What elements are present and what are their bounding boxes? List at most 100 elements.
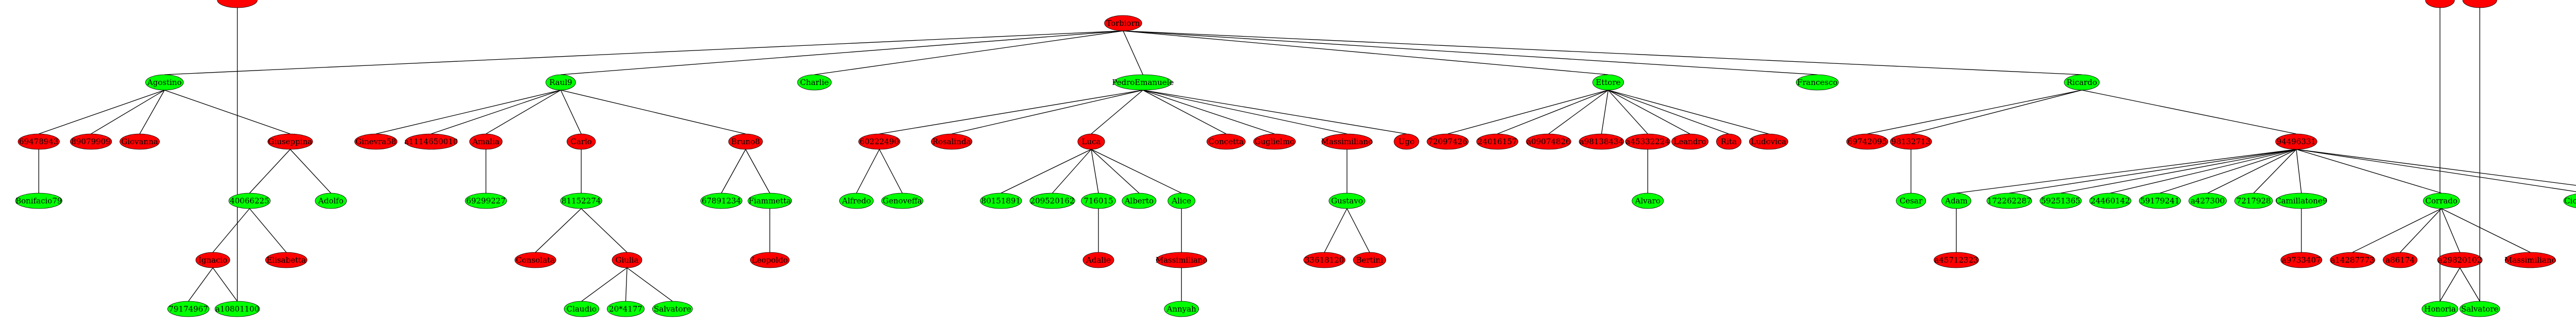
tree-node-ellipse bbox=[858, 133, 901, 150]
tree-node: Salvatore bbox=[652, 301, 693, 317]
tree-node-label: Annyah bbox=[1166, 304, 1197, 314]
tree-node-ellipse bbox=[748, 193, 792, 209]
tree-node: Giuseppina bbox=[267, 133, 313, 150]
tree-node-ellipse bbox=[1122, 193, 1157, 209]
tree-edge bbox=[1143, 90, 1275, 134]
tree-node-label: 69742095 bbox=[1848, 137, 1887, 146]
tree-node: Torbiorn bbox=[1104, 15, 1142, 31]
tree-node-ellipse bbox=[267, 133, 313, 150]
tree-node-ellipse bbox=[1934, 252, 1979, 268]
tree-node-label: Corrado bbox=[2426, 196, 2458, 205]
tree-node: 94496331 bbox=[2275, 133, 2317, 150]
tree-edge bbox=[2207, 149, 2297, 194]
tree-node: Elisabetta bbox=[265, 252, 308, 268]
tree-node-ellipse bbox=[2459, 301, 2500, 317]
tree-edge bbox=[2400, 208, 2442, 253]
tree-node-ellipse bbox=[2423, 193, 2460, 209]
tree-node-label: 24016157 bbox=[1478, 137, 1517, 146]
tree-edge bbox=[1956, 149, 2297, 194]
tree-node-label: Bertini bbox=[1356, 255, 1383, 265]
tree-node-ellipse bbox=[514, 252, 556, 268]
tree-node-label: Fiammetta bbox=[749, 196, 791, 205]
tree-node-label: 81152274 bbox=[562, 196, 601, 205]
tree-node: 80151891 bbox=[980, 193, 1022, 209]
tree-node-ellipse bbox=[2383, 252, 2418, 268]
tree-node-ellipse bbox=[1329, 193, 1365, 209]
tree-node-label: Consolata bbox=[516, 255, 555, 265]
tree-node-ellipse bbox=[881, 193, 924, 209]
tree-node: a86174 bbox=[2383, 252, 2418, 268]
tree-node-label: Adolfo bbox=[318, 196, 344, 205]
tree-node: Raul9 bbox=[546, 74, 576, 91]
tree-node-label: 20*4177 bbox=[609, 304, 642, 314]
tree-node: Salvatore bbox=[217, 0, 258, 8]
tree-edge bbox=[2296, 149, 2442, 194]
tree-node-ellipse bbox=[1526, 133, 1571, 150]
tree-node-ellipse bbox=[1081, 193, 1116, 209]
tree-node: Rita bbox=[1716, 133, 1741, 150]
tree-node-label: Ignacio bbox=[198, 255, 227, 265]
tree-node-ellipse bbox=[120, 133, 160, 150]
tree-edge bbox=[879, 90, 1143, 134]
tree-node-ellipse bbox=[354, 133, 398, 150]
tree-edge bbox=[164, 90, 291, 134]
tree-node: Francesco bbox=[1795, 74, 1839, 91]
tree-node-label: Carlo bbox=[570, 137, 591, 146]
tree-node: Bonifacio79 bbox=[15, 193, 62, 209]
tree-node-ellipse bbox=[1625, 133, 1671, 150]
tree-edge bbox=[625, 267, 628, 302]
tree-edge bbox=[1123, 30, 1608, 75]
tree-node-ellipse bbox=[750, 252, 790, 268]
tree-node: Ricardo bbox=[2064, 74, 2100, 91]
tree-node-ellipse bbox=[546, 74, 576, 91]
tree-node-ellipse bbox=[797, 74, 832, 91]
tree-edge bbox=[535, 208, 582, 253]
tree-node-label: Cesar bbox=[1900, 196, 1923, 205]
tree-edge bbox=[745, 149, 770, 194]
tree-node: Honoria bbox=[2421, 301, 2459, 317]
tree-node-ellipse bbox=[1114, 74, 1172, 91]
tree-edge bbox=[188, 267, 213, 302]
tree-node: Fiammetta bbox=[748, 193, 792, 209]
tree-edge bbox=[1143, 90, 1227, 134]
tree-edge bbox=[2296, 149, 2302, 194]
tree-node-label: a9733407 bbox=[2282, 255, 2321, 265]
tree-edge bbox=[212, 208, 250, 253]
tree-node: Ettore bbox=[1592, 74, 1624, 91]
tree-node: 69742095 bbox=[1846, 133, 1889, 150]
tree-node-label: 209520162 bbox=[1030, 196, 1075, 205]
tree-node: Camillatone9 bbox=[2275, 193, 2328, 209]
tree-node: a29820102 bbox=[2437, 252, 2483, 268]
tree-node: Charlie bbox=[797, 74, 832, 91]
tree-node-label: Torbiorn bbox=[1106, 19, 1140, 28]
tree-node-label: PedroEmanuele bbox=[1112, 78, 1174, 87]
tree-node: Gustavo bbox=[1329, 193, 1365, 209]
tree-node-ellipse bbox=[1579, 133, 1624, 150]
tree-edge bbox=[1143, 90, 1347, 134]
tree-edge bbox=[376, 90, 561, 134]
tree-node-ellipse bbox=[2563, 194, 2576, 208]
tree-node: Alice bbox=[1167, 193, 1196, 209]
tree-node-ellipse bbox=[606, 301, 645, 317]
tree-node-ellipse bbox=[2276, 193, 2327, 209]
tree-node: a09074826 bbox=[1526, 133, 1571, 150]
tree-node-ellipse bbox=[214, 301, 260, 317]
tree-node-ellipse bbox=[1941, 193, 1972, 209]
tree-edge bbox=[2296, 149, 2576, 192]
tree-node-ellipse bbox=[1082, 252, 1114, 268]
tree-node: Amalia bbox=[469, 133, 503, 150]
tree-node: 24460142 bbox=[2089, 193, 2131, 209]
tree-node: 79174967 bbox=[167, 301, 210, 317]
tree-node-label: Leandro bbox=[1674, 137, 1706, 146]
tree-node-label: 69478943 bbox=[19, 137, 58, 146]
tree-node-label: Camillatone9 bbox=[2275, 196, 2327, 205]
tree-node-ellipse bbox=[2275, 133, 2317, 150]
tree-node-label: 89079909 bbox=[71, 137, 110, 146]
tree-node-ellipse bbox=[1321, 133, 1372, 150]
tree-node-label: Ginevra58 bbox=[355, 137, 396, 146]
tree-edge bbox=[856, 149, 880, 194]
tree-node-label: Genoveffa bbox=[883, 196, 922, 205]
tree-node-ellipse bbox=[1164, 301, 1199, 317]
tree-node: 7217928 bbox=[2234, 193, 2273, 209]
tree-node-label: Ricardo bbox=[2066, 78, 2097, 87]
